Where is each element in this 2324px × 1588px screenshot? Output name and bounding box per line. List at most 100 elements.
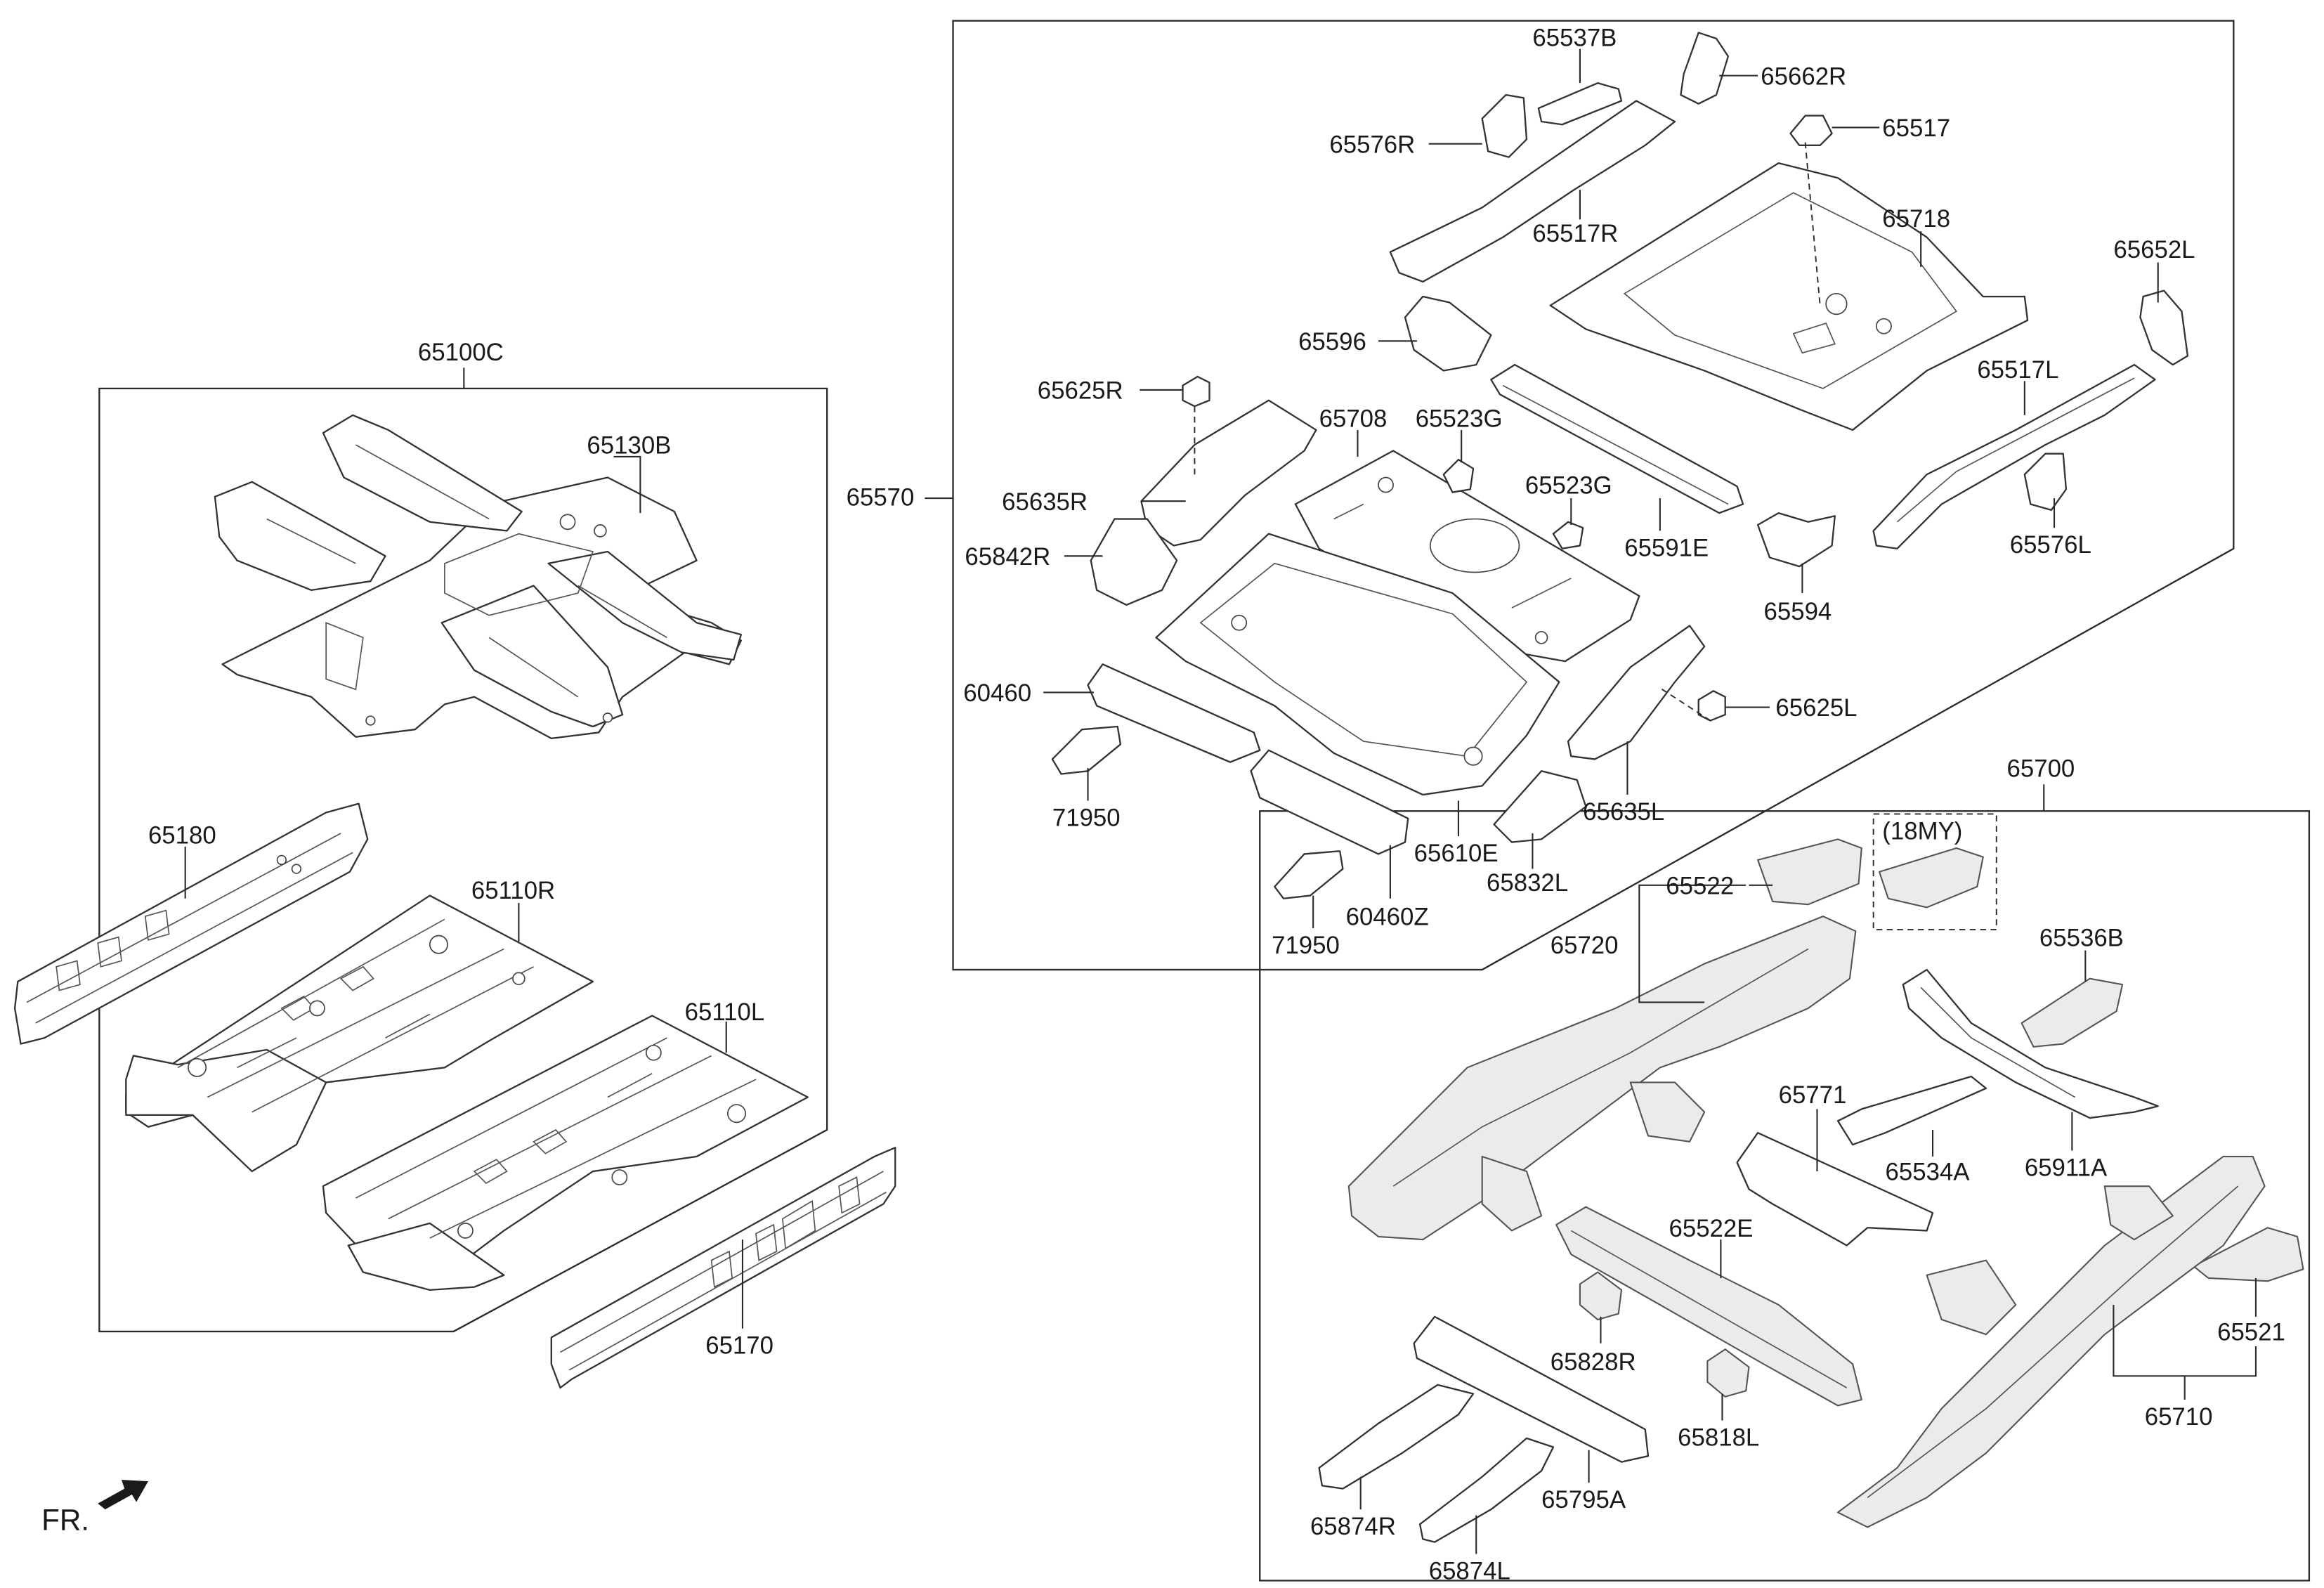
part-label-65635l[interactable]: 65635L [1583,798,1664,826]
part-label-65818l[interactable]: 65818L [1678,1424,1759,1451]
labels-front-floor: 65130B 65180 65110R 65110L 65170 [148,432,773,1360]
part-label-65523g-a[interactable]: 65523G [1416,405,1503,433]
part-65523g-b-drawing [1552,521,1584,549]
part-60460-drawing [1087,663,1261,763]
part-label-71950-b[interactable]: 71950 [1272,932,1340,959]
part-label-65720[interactable]: 65720 [1551,932,1619,959]
part-label-65130b[interactable]: 65130B [587,432,671,460]
rear-member-drawings [1318,838,2304,1543]
part-65842r-drawing [1090,518,1178,606]
group-frames [98,20,2311,1582]
leader-lines [184,48,2257,1554]
part-65720-drawing [1347,916,1857,1241]
part-65591e-drawing [1490,363,1744,514]
part-65594-drawing [1756,512,1836,568]
part-label-65180[interactable]: 65180 [148,822,216,850]
part-label-65523g-b[interactable]: 65523G [1525,472,1612,500]
part-label-65662r[interactable]: 65662R [1761,63,1846,90]
part-label-65795a[interactable]: 65795A [1541,1486,1626,1514]
part-65662r-drawing [1680,32,1730,105]
part-label-65537b[interactable]: 65537B [1532,24,1617,51]
part-label-65576r[interactable]: 65576R [1329,131,1415,158]
part-60460z-drawing [1250,749,1409,855]
part-label-65911a[interactable]: 65911A [2025,1154,2108,1181]
part-65576l-drawing [2023,453,2068,512]
part-label-65832l[interactable]: 65832L [1487,869,1568,897]
part-65522e-drawing [1555,1206,1862,1407]
part-65537b-drawing [1537,82,1623,126]
part-65517l-drawing [1872,363,2156,549]
part-65832l-drawing [1493,770,1587,843]
part-label-65522[interactable]: 65522 [1666,872,1734,899]
group-label-65100c[interactable]: 65100C [418,339,504,366]
part-65110r-drawing [125,894,594,1173]
part-label-65610e[interactable]: 65610E [1414,840,1499,867]
part-label-65517l[interactable]: 65517L [1977,356,2058,384]
group-label-65700[interactable]: 65700 [2007,755,2075,783]
part-65874l-drawing [1418,1437,1555,1543]
part-label-65534a[interactable]: 65534A [1886,1159,1971,1186]
rear-floor-frame [952,20,2235,971]
part-label-60460z[interactable]: 60460Z [1346,904,1429,931]
variant-label-18my: (18MY) [1882,817,1962,845]
front-orientation: FR. [41,1479,148,1537]
alignment-dashes [1194,142,1821,722]
part-65517r-drawing [1389,100,1676,283]
part-label-65576l[interactable]: 65576L [2010,531,2091,559]
part-71950-b-drawing [1274,850,1344,899]
part-label-65517r[interactable]: 65517R [1532,220,1618,247]
labels-rear-floor: 65537B 65662R 65576R 65517 65517R 65718 … [963,24,2195,958]
part-label-65708[interactable]: 65708 [1319,405,1388,433]
part-label-65536b[interactable]: 65536B [2039,924,2124,951]
part-label-65521[interactable]: 65521 [2217,1319,2285,1346]
part-65523g-a-drawing [1442,458,1475,493]
part-65652l-drawing [2139,289,2189,366]
front-floor-frame [98,387,828,1333]
part-71950-a-drawing [1051,725,1122,775]
part-label-65718[interactable]: 65718 [1882,205,1950,233]
part-65635l-drawing [1567,625,1706,760]
part-65180-drawing [13,802,369,1045]
part-65828r-drawing [1579,1271,1623,1321]
group-labels: 65100C 65570 65700 [418,339,2075,812]
part-65536b-drawing [2021,977,2124,1048]
part-label-65625l[interactable]: 65625L [1775,694,1857,722]
part-label-65874l[interactable]: 65874L [1429,1557,1510,1584]
part-label-65594[interactable]: 65594 [1764,598,1832,625]
part-65170-drawing [550,1147,896,1389]
part-65818l-drawing [1706,1348,1750,1398]
front-floor-drawings [13,414,896,1389]
part-label-65517[interactable]: 65517 [1882,115,1950,142]
rear-floor-drawings [1051,32,2189,899]
part-label-65635r[interactable]: 65635R [1002,488,1088,516]
part-65522-18my-drawing [1879,847,1984,909]
part-label-65842r[interactable]: 65842R [965,543,1050,571]
part-65625l-drawing [1697,690,1726,722]
part-65596-drawing [1404,295,1492,372]
part-label-65771[interactable]: 65771 [1779,1081,1847,1109]
part-65874r-drawing [1318,1384,1475,1490]
part-65130b-drawing [214,414,743,740]
part-label-71950-a[interactable]: 71950 [1052,804,1121,831]
part-65610e-drawing [1155,533,1560,796]
part-label-65625r[interactable]: 65625R [1038,377,1123,405]
front-direction-label: FR. [41,1504,89,1537]
part-label-65874r[interactable]: 65874R [1310,1513,1396,1540]
part-label-65522e[interactable]: 65522E [1669,1215,1754,1242]
part-label-65596[interactable]: 65596 [1298,328,1366,356]
part-label-65170[interactable]: 65170 [705,1332,773,1360]
part-label-65591e[interactable]: 65591E [1624,534,1709,561]
part-65522-drawing [1757,838,1862,906]
variant-18my-box [1872,813,1997,931]
part-label-60460[interactable]: 60460 [963,679,1031,707]
group-label-65570[interactable]: 65570 [847,484,915,512]
part-label-65110r[interactable]: 65110R [471,877,555,904]
part-65517-drawing [1789,115,1833,146]
part-label-65710[interactable]: 65710 [2145,1403,2213,1431]
part-label-65828r[interactable]: 65828R [1551,1348,1636,1376]
part-65625r-drawing [1182,375,1210,408]
part-label-65110l[interactable]: 65110L [685,998,765,1026]
rear-member-frame [1259,810,2311,1582]
part-label-65652l[interactable]: 65652L [2113,236,2195,263]
